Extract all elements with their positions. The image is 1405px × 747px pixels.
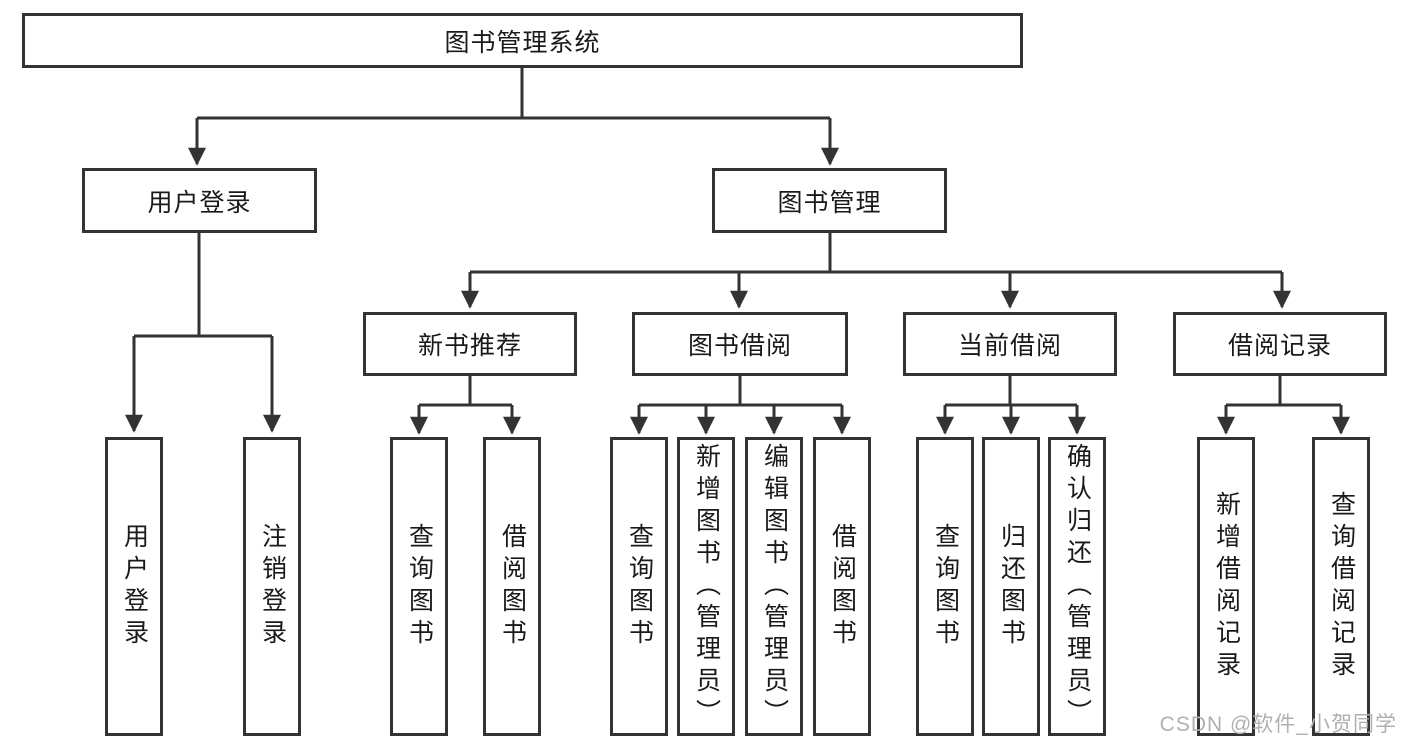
leaf-label: 查询图书 (405, 522, 434, 651)
leaf-current-confirm-return-admin: 确认归还（管理员） (1048, 437, 1106, 736)
watermark: CSDN @软件_小贺同学 (1159, 713, 1397, 736)
node-label: 借阅记录 (1227, 332, 1332, 360)
node-borrowing-records: 借阅记录 (1173, 312, 1387, 376)
leaf-records-add-record: 新增借阅记录 (1197, 437, 1255, 736)
leaf-label: 归还图书 (997, 522, 1026, 651)
node-label: 新书推荐 (417, 332, 522, 360)
leaf-label: 新增图书（管理员） (692, 442, 721, 731)
leaf-recommend-borrow-book: 借阅图书 (483, 437, 541, 736)
leaf-label: 用户登录 (120, 522, 149, 651)
connector-line (197, 66, 830, 120)
leaf-current-return-book: 归还图书 (982, 437, 1040, 736)
leaf-label: 确认归还（管理员） (1063, 442, 1092, 731)
leaf-records-query-record: 查询借阅记录 (1312, 437, 1370, 736)
node-label: 图书管理 (777, 188, 882, 217)
leaf-label: 借阅图书 (498, 522, 527, 651)
leaf-label: 查询图书 (931, 522, 960, 651)
connector-line (639, 376, 842, 407)
leaf-borrowing-edit-book-admin: 编辑图书（管理员） (745, 437, 803, 736)
leaf-label: 新增借阅记录 (1212, 490, 1241, 683)
node-label: 当前借阅 (957, 332, 1062, 360)
connector-line (419, 376, 512, 407)
node-system-root: 图书管理系统 (22, 13, 1023, 68)
leaf-label: 查询借阅记录 (1327, 490, 1356, 683)
leaf-borrowing-add-book-admin: 新增图书（管理员） (677, 437, 735, 736)
leaf-user-login: 用户登录 (105, 437, 163, 736)
node-label: 图书借阅 (687, 332, 792, 360)
leaf-label: 查询图书 (625, 522, 654, 651)
leaf-label: 编辑图书（管理员） (760, 442, 789, 731)
leaf-recommend-query-book: 查询图书 (390, 437, 448, 736)
leaf-logout: 注销登录 (243, 437, 301, 736)
leaf-borrowing-borrow-book: 借阅图书 (813, 437, 871, 736)
connector-line (1226, 376, 1341, 407)
connector-line (470, 233, 1282, 274)
node-book-management: 图书管理 (712, 168, 947, 233)
connector-line (134, 233, 272, 338)
leaf-label: 注销登录 (258, 522, 287, 651)
connector-line (945, 376, 1077, 407)
node-book-borrowing: 图书借阅 (632, 312, 848, 376)
leaf-label: 借阅图书 (828, 522, 857, 651)
node-label: 用户登录 (147, 188, 252, 217)
leaf-borrowing-query-book: 查询图书 (610, 437, 668, 736)
node-current-borrowing: 当前借阅 (903, 312, 1117, 376)
node-new-book-recommendation: 新书推荐 (363, 312, 577, 376)
node-user-login: 用户登录 (82, 168, 317, 233)
node-label: 图书管理系统 (444, 28, 601, 57)
leaf-current-query-book: 查询图书 (916, 437, 974, 736)
